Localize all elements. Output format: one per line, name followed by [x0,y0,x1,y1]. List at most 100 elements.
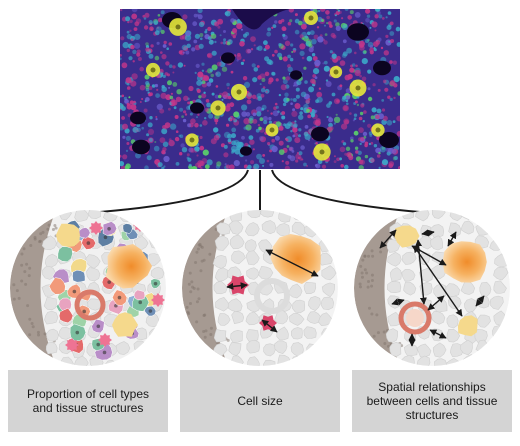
fluorescent-cell-dot [281,26,287,32]
fluorescent-cell-dot [133,27,138,31]
background-cell [213,329,227,343]
fluorescent-cell-dot [233,111,240,118]
fluorescent-cell-dot [333,155,336,158]
fluorescent-cell-dot [177,62,184,68]
fluorescent-cell-dot [229,102,235,108]
fluorescent-cell-dot [259,117,264,122]
fluorescent-cell-dot [188,85,194,92]
background-cell [246,339,261,354]
fluorescent-cell-dot [366,14,371,18]
fluorescent-cell-dot [232,28,238,34]
fluorescent-cell-dot [292,134,296,138]
fluorescent-cell-dot [306,108,310,113]
fluorescent-cell-dot [256,111,262,117]
fluorescent-cell-dot [389,80,396,86]
fluorescent-cell-dot [281,115,286,120]
fluorescent-cell-dot [167,80,172,86]
fluorescent-cell-dot [120,36,125,41]
fluorescent-cell-dot [148,92,152,97]
fluorescent-cell-dot [227,87,230,90]
tissue-texture [370,312,374,316]
fluorescent-cell-dot [130,38,134,42]
background-cell [133,340,148,354]
fluorescent-cell-dot [150,44,154,48]
fluorescent-cell-dot [389,21,394,26]
fluorescent-cell-dot [317,159,323,165]
fluorescent-cell-dot [210,138,217,145]
fluorescent-cell-dot [255,97,258,100]
fluorescent-cell-dot [166,47,169,50]
fluorescent-cell-dot [246,127,249,130]
fluorescent-cell-dot [136,49,141,54]
fluorescent-cell-dot [245,159,248,162]
fluorescent-cell-dot [120,57,122,61]
fluorescent-cell-dot [208,39,214,45]
background-cell [303,326,317,339]
fluorescent-cell-dot [376,154,381,158]
fluorescent-cell-dot [198,21,205,28]
fluorescent-cell-dot [186,43,191,48]
fluorescent-cell-dot [322,62,325,65]
fluorescent-cell-dot [289,57,294,62]
fluorescent-cell-dot [386,151,391,156]
fluorescent-cell-dot [136,129,140,133]
fluorescent-cell-dot [124,128,130,134]
fluorescent-cell-dot [359,142,362,146]
tissue-structure-ring [74,289,106,321]
fluorescent-cell-dot [320,9,326,12]
fluorescent-cell-dot [330,57,333,60]
fluorescent-cell-dot [185,50,190,55]
spiky-cell [133,218,147,232]
background-cell [260,210,275,218]
fluorescent-cell-dot [271,145,278,153]
fluorescent-cell-dot [381,17,385,20]
fluorescent-cell-dot [349,67,355,73]
fluorescent-cell-dot [278,149,285,156]
tissue-texture [196,287,200,291]
cell-nucleus [75,330,80,335]
background-cell [150,266,165,280]
background-cell [403,281,417,296]
fluorescent-cell-dot [128,96,131,99]
fluorescent-cell-dot [198,95,202,99]
fluorescent-cell-dot [175,162,180,166]
fluorescent-cell-dot [190,148,196,153]
background-cell [416,343,432,358]
fluorescent-cell-dot [298,151,303,156]
vessel-lumen [347,23,369,41]
fluorescent-cell-dot [382,115,388,121]
fluorescent-cell-dot [161,86,167,93]
fluorescent-cell-dot [264,71,270,77]
fluorescent-cell-dot [330,32,336,38]
fluorescent-cell-dot [159,137,166,144]
background-cell [276,223,290,237]
fluorescent-cell-dot [198,43,204,49]
fluorescent-cell-dot [264,56,270,62]
fluorescent-cell-dot [121,62,128,69]
fluorescent-cell-dot [200,81,204,84]
fluorescent-cell-dot [326,103,331,108]
fluorescent-cell-dot [252,148,255,151]
fluorescent-cell-dot [271,53,275,57]
connector-right [271,169,421,213]
fluorescent-cell-dot [267,142,271,146]
fluorescent-cell-dot [336,157,340,162]
fluorescent-cell-dot [186,105,191,110]
fluorescent-cell-dot [134,42,141,49]
fluorescent-cell-dot [244,142,249,148]
fluorescent-cell-dot [290,130,293,133]
fluorescent-cell-dot [211,50,217,56]
fluorescent-cell-dot [179,107,184,112]
background-cell [276,326,289,341]
fluorescent-cell-dot [341,140,345,144]
fluorescent-cell-dot [252,77,258,83]
fluorescent-cell-dot [197,14,203,20]
measurement-arrow [413,245,463,317]
fluorescent-cell-dot [290,43,294,47]
measurement-arrow [261,319,278,333]
background-cell [148,210,162,223]
measurement-arrow [427,295,445,311]
cell-nucleus [355,85,361,91]
vessel-lumen [373,60,391,76]
background-cell [321,327,334,343]
